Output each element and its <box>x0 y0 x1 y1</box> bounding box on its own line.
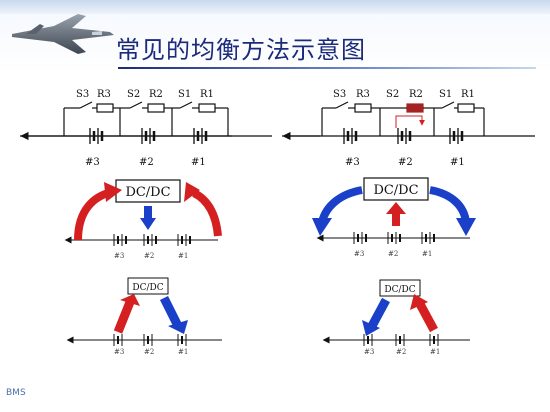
slide-title: 常见的均衡方法示意图 <box>116 36 366 64</box>
right-cell-label: #3 <box>345 157 360 168</box>
blue-arrow-left <box>318 186 363 224</box>
right-cell-1 <box>449 128 464 144</box>
left-cell-2 <box>141 128 156 144</box>
mid-left-topology: DC/DC #3 #2 #1 <box>64 179 222 260</box>
bottom-right-cell-label: #3 <box>364 348 374 356</box>
right-cell-3 <box>343 128 358 144</box>
blue-arrow-down-left <box>368 297 390 329</box>
right-labels: S3 R3 S2 R2 S1 R1 #3 #2 #1 <box>333 89 475 168</box>
right-cell-label: #1 <box>450 157 465 168</box>
bottom-left-cell-label: #1 <box>178 348 188 356</box>
red-arrow-up-left <box>113 300 135 334</box>
mid-left-cell-label: #1 <box>178 252 188 260</box>
dcdc-label: DC/DC <box>384 285 415 295</box>
left-cell-label: #2 <box>139 157 154 168</box>
right-resistor-label: R1 <box>461 89 475 100</box>
mid-right-topology: DC/DC #3 #2 #1 <box>312 177 476 258</box>
left-switch-label: S3 <box>76 89 89 100</box>
active-resistor-r2 <box>406 103 424 113</box>
left-switch-label: S2 <box>127 89 140 100</box>
bottom-right-cell-label: #1 <box>430 348 440 356</box>
dcdc-label: DC/DC <box>132 283 163 293</box>
dcdc-box <box>363 177 429 201</box>
left-resistor-label: R2 <box>149 89 163 100</box>
watermark: BMS <box>6 388 26 398</box>
dcdc-label: DC/DC <box>373 183 418 198</box>
right-switch-label: S1 <box>439 89 452 100</box>
fighter-jet-icon <box>12 14 114 54</box>
left-switch-label: S1 <box>178 89 191 100</box>
discharge-current-arrow <box>395 115 425 128</box>
bottom-right-topology: DC/DC #3 #2 #1 <box>322 279 470 356</box>
red-arrow-right <box>191 189 222 237</box>
mid-left-cell-label: #3 <box>114 252 124 260</box>
blue-arrow-down-right <box>159 295 183 329</box>
right-cells <box>343 128 464 144</box>
dcdc-box <box>127 277 169 295</box>
right-resistor-label: R3 <box>356 89 370 100</box>
left-resistor-label: R3 <box>97 89 111 100</box>
dcdc-label: DC/DC <box>125 185 170 200</box>
left-labels: S3 R3 S2 R2 S1 R1 #3 #2 #1 <box>76 89 214 168</box>
right-switch-label: S3 <box>333 89 346 100</box>
red-arrow-up-left <box>416 301 438 333</box>
right-resistor-label: R2 <box>409 89 423 100</box>
mid-left-cell-label: #2 <box>144 252 154 260</box>
dcdc-box <box>379 279 421 297</box>
left-cell-1 <box>193 128 208 144</box>
bottom-left-topology: DC/DC #3 #2 #1 <box>66 277 222 356</box>
title-underline <box>118 67 536 69</box>
right-cell-label: #2 <box>398 157 413 168</box>
mid-left-cells <box>113 234 191 246</box>
right-switch-label: S2 <box>386 89 399 100</box>
left-cells <box>89 128 208 144</box>
left-cell-3 <box>89 128 104 144</box>
slide-top-band <box>0 0 550 14</box>
blue-arrow-right <box>429 186 470 223</box>
left-circuit <box>20 101 272 141</box>
mid-right-cell-label: #2 <box>388 250 398 258</box>
mid-right-cell-label: #1 <box>422 250 432 258</box>
mid-right-cell-label: #3 <box>354 250 364 258</box>
right-circuit <box>282 101 535 141</box>
bottom-left-cell-label: #2 <box>144 348 154 356</box>
left-cell-label: #1 <box>191 157 206 168</box>
left-resistor-label: R1 <box>200 89 214 100</box>
bottom-left-cell-label: #3 <box>114 348 124 356</box>
left-cell-label: #3 <box>85 157 100 168</box>
bottom-right-cell-label: #2 <box>396 348 406 356</box>
right-cell-2 <box>397 128 412 144</box>
